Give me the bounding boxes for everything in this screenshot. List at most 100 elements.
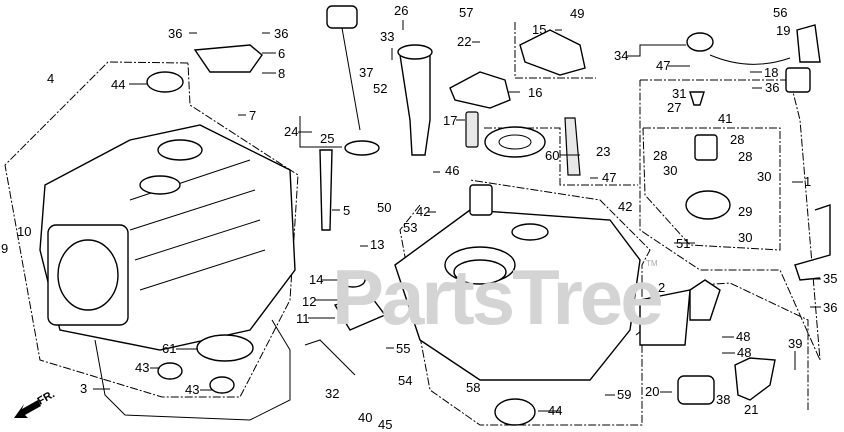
part-label[interactable]: 15 [532, 22, 546, 37]
part-label[interactable]: 21 [744, 402, 758, 417]
part-label[interactable]: 20 [645, 384, 659, 399]
breather-separator [564, 117, 581, 176]
part-label[interactable]: 2 [658, 280, 665, 295]
part-label[interactable]: 1 [804, 174, 811, 189]
part-label[interactable]: 5 [343, 203, 350, 218]
part-label[interactable]: 42 [416, 204, 430, 219]
part-label[interactable]: 27 [667, 100, 681, 115]
part-label[interactable]: 30 [738, 230, 752, 245]
part-label[interactable]: 4 [47, 71, 54, 86]
crankcase-gasket [94, 319, 291, 421]
part-label[interactable]: 10 [17, 224, 31, 239]
rh-bracket [639, 289, 691, 346]
part-label[interactable]: 18 [764, 65, 778, 80]
part-label[interactable]: 59 [617, 387, 631, 402]
breather-cover [449, 71, 511, 109]
breather-group-outline [514, 22, 596, 79]
part-label[interactable]: 51 [676, 236, 690, 251]
oil-pump-plate [333, 294, 387, 331]
part-label[interactable]: 53 [403, 220, 417, 235]
part-label[interactable]: 12 [302, 294, 316, 309]
part-label[interactable]: 61 [162, 341, 176, 356]
part-label[interactable]: 56 [773, 5, 787, 20]
part-label[interactable]: 8 [278, 66, 285, 81]
part-label[interactable]: 60 [545, 148, 559, 163]
part-label[interactable]: 28 [653, 148, 667, 163]
part-label[interactable]: 40 [358, 410, 372, 425]
seal-43a [157, 362, 183, 380]
part-label[interactable]: 38 [716, 392, 730, 407]
part-label[interactable]: 13 [370, 237, 384, 252]
part-label[interactable]: 47 [602, 170, 616, 185]
part-label[interactable]: 30 [757, 169, 771, 184]
cylinder-group-outline [4, 61, 299, 398]
part-label[interactable]: 35 [823, 271, 837, 286]
part-label[interactable]: 11 [296, 311, 310, 326]
part-label[interactable]: 50 [377, 200, 391, 215]
part-label[interactable]: 26 [394, 3, 408, 18]
part-label[interactable]: 55 [396, 341, 410, 356]
ball-bearing-61 [196, 334, 254, 362]
part-label[interactable]: 24 [284, 124, 298, 139]
part-label[interactable]: 58 [466, 380, 480, 395]
part-label[interactable]: 52 [373, 81, 387, 96]
part-label[interactable]: 57 [459, 5, 473, 20]
seal-44-top [146, 71, 184, 93]
part-label[interactable]: 44 [111, 77, 125, 92]
part-label[interactable]: 43 [135, 360, 149, 375]
part-label[interactable]: 44 [548, 403, 562, 418]
oil-filter-group-outline [635, 282, 809, 410]
part-label[interactable]: 46 [445, 163, 459, 178]
part-label[interactable]: 45 [378, 417, 392, 432]
leader-lines [93, 20, 821, 412]
part-label[interactable]: 17 [443, 113, 457, 128]
part-label[interactable]: 22 [457, 34, 471, 49]
front-direction-arrow: FR. [14, 388, 57, 418]
part-label[interactable]: 19 [776, 23, 790, 38]
part-label[interactable]: 36 [765, 80, 779, 95]
cover-plate [193, 44, 263, 73]
part-label[interactable]: 42 [618, 199, 632, 214]
part-label[interactable]: 29 [738, 204, 752, 219]
part-label[interactable]: 3 [80, 381, 87, 396]
part-label[interactable]: 25 [320, 131, 334, 146]
part-label[interactable]: 33 [380, 29, 394, 44]
part-label[interactable]: 32 [325, 386, 339, 401]
part-label[interactable]: 28 [738, 149, 752, 164]
governor-inner-outline [642, 127, 781, 251]
part-label[interactable]: 36 [274, 26, 288, 41]
oil-pump-cover [689, 279, 721, 321]
part-number-labels: 36 36 6 8 7 44 4 26 33 37 52 24 25 5 50 … [1, 3, 837, 432]
front-label: FR. [36, 388, 57, 407]
part-label[interactable]: 14 [309, 272, 323, 287]
part-label[interactable]: 30 [663, 163, 677, 178]
oil-seal [494, 398, 536, 426]
part-label[interactable]: 28 [730, 132, 744, 147]
part-label[interactable]: 9 [1, 241, 8, 256]
breather-tube [319, 149, 333, 231]
breather-plate [519, 29, 586, 76]
part-label[interactable]: 23 [596, 144, 610, 159]
crank-lever-32 [304, 339, 356, 376]
part-label[interactable]: 41 [718, 111, 732, 126]
part-label[interactable]: 16 [528, 85, 542, 100]
part-label[interactable]: 43 [185, 382, 199, 397]
part-label[interactable]: 7 [249, 108, 256, 123]
part-label[interactable]: 37 [359, 65, 373, 80]
part-label[interactable]: 49 [570, 6, 584, 21]
part-label[interactable]: 36 [823, 300, 837, 315]
crankcase-cover [394, 184, 641, 381]
seal-43b [209, 376, 235, 394]
part-label[interactable]: 48 [736, 329, 750, 344]
part-label[interactable]: 39 [788, 336, 802, 351]
part-label[interactable]: 48 [737, 345, 751, 360]
part-label[interactable]: 47 [656, 58, 670, 73]
part-label[interactable]: 36 [168, 26, 182, 41]
watermark: PartsTree [332, 253, 661, 341]
part-label[interactable]: 6 [278, 46, 285, 61]
part-label[interactable]: 54 [398, 373, 412, 388]
part-label[interactable]: 34 [614, 48, 628, 63]
oil-alert-unit [686, 24, 821, 93]
part-label[interactable]: 31 [672, 86, 686, 101]
